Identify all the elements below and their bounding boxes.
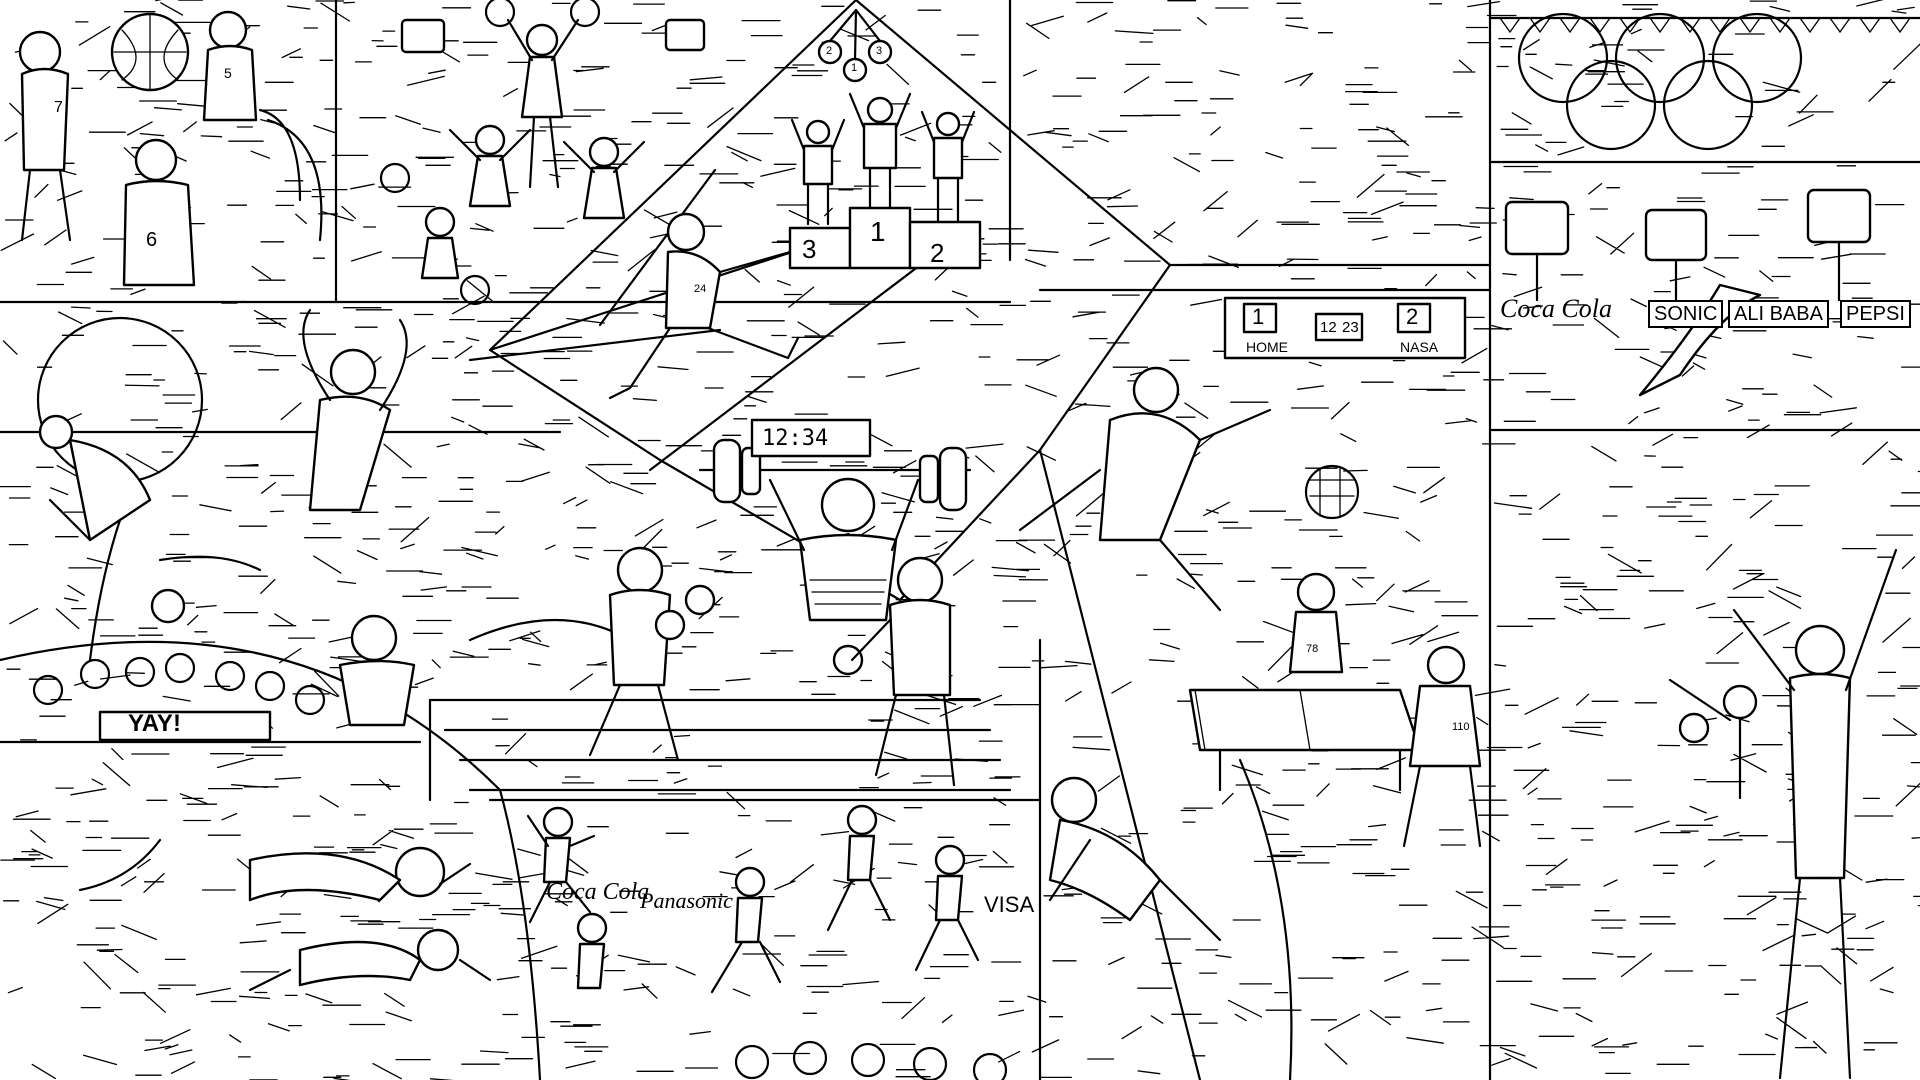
jumping-athlete: [1018, 366, 1360, 612]
bib-table-tennis-a: 78: [1306, 643, 1319, 655]
scoreboard-clock-min: 12: [1320, 319, 1337, 336]
scoreboard-away-label: NASA: [1400, 339, 1439, 355]
cheerleaders: [379, 0, 646, 306]
podium-center-number: 1: [870, 216, 886, 247]
swimmers: [78, 838, 492, 992]
sprinters: [526, 804, 980, 994]
gymnast-right: [1668, 548, 1898, 1080]
basketball-players: [18, 10, 323, 287]
scoreboard-clock-sec: 23: [1342, 319, 1359, 336]
table-tennis: [1188, 572, 1482, 848]
sponsor-cola-bottom: Coca Cola: [546, 879, 650, 905]
scoreboard-home-label: HOME: [1246, 339, 1288, 355]
olympic-rings: [1488, 12, 1920, 151]
podium-left-number: 3: [802, 234, 817, 264]
medal-podium: [788, 8, 982, 270]
bib-basketball-b: 5: [224, 65, 232, 81]
bib-javelin: 24: [694, 283, 707, 295]
weightlifting-clock: 12:34: [762, 426, 829, 451]
sponsor-alibaba: ALI BABA: [1728, 300, 1829, 328]
medal-gold-label: 1: [851, 62, 858, 74]
sponsor-panasonic: Panasonic: [640, 888, 733, 913]
javelin-thrower: [598, 168, 800, 400]
clock-box: [750, 418, 872, 458]
boxing-ring: [428, 618, 1012, 802]
bib-basketball-c: 6: [146, 229, 158, 251]
sponsor-sonic: SONIC: [1648, 300, 1724, 328]
weightlifter: [698, 438, 972, 622]
sponsor-visa: VISA: [984, 892, 1035, 917]
medal-silver-label: 2: [826, 45, 833, 57]
bib-table-tennis-b: 110: [1452, 721, 1470, 733]
bib-basketball-a: 7: [54, 99, 63, 116]
sponsor-cola-top: Coca Cola: [1500, 294, 1612, 323]
rhythmic-gymnasts: [36, 308, 416, 727]
medal-bronze-label: 3: [876, 45, 883, 57]
fans-crowd: [32, 652, 1008, 1080]
scoreboard-home-score: 1: [1252, 304, 1265, 329]
sponsor-pepsi: PEPSI: [1840, 300, 1911, 328]
podium-right-number: 2: [930, 238, 945, 268]
fans-banner: YAY!: [128, 710, 181, 737]
scoreboard-away-score: 2: [1406, 304, 1419, 329]
scoreboard: [1223, 296, 1467, 360]
floodlights: [400, 18, 1872, 302]
boxers: [588, 546, 956, 787]
